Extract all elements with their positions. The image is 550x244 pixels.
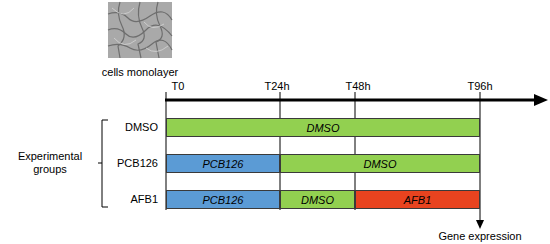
bar-label: DMSO (364, 158, 397, 170)
bar-label: DMSO (301, 194, 334, 206)
group-name: DMSO (125, 121, 158, 134)
time-axis (165, 94, 548, 106)
treatment-bar: AFB1 (355, 190, 480, 209)
group-heading: Experimental groups (8, 150, 92, 175)
treatment-bar: DMSO (280, 154, 480, 173)
outcome-label: Gene expression (438, 230, 521, 243)
cell-monolayer-image (108, 2, 172, 58)
time-point: T24h (264, 80, 289, 93)
group-name: AFB1 (130, 193, 158, 206)
time-ticks (166, 92, 480, 222)
bar-label: DMSO (307, 122, 340, 134)
gene-expression-arrowhead (476, 220, 484, 229)
time-point: T48h (345, 80, 370, 93)
bar-label: PCB126 (203, 194, 244, 206)
treatment-bar: PCB126 (166, 190, 280, 209)
time-point: T0 (172, 80, 185, 93)
treatment-bar: DMSO (166, 118, 480, 137)
treatment-bar: PCB126 (166, 154, 280, 173)
image-caption: cells monolayer (102, 66, 178, 79)
treatment-bar: DMSO (280, 190, 355, 209)
time-point: T96h (467, 80, 492, 93)
bar-label: PCB126 (203, 158, 244, 170)
group-name: PCB126 (117, 157, 158, 170)
bar-label: AFB1 (404, 194, 432, 206)
group-bracket (98, 120, 108, 207)
